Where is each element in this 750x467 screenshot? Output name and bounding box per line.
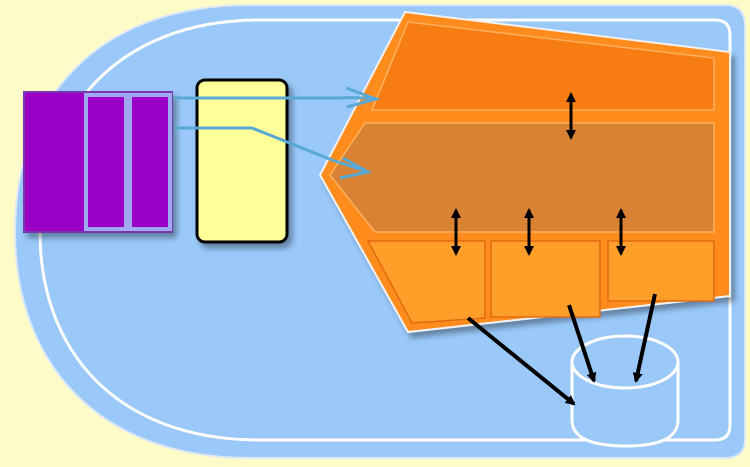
arrow-cell1-to-storage [466, 316, 576, 406]
connector-lower-arrowhead [339, 156, 373, 180]
connector-upper-arrowhead [345, 86, 381, 109]
connector-lower [174, 126, 369, 174]
stack-slot-1 [84, 93, 128, 231]
yellow-buffer [195, 78, 289, 244]
connectors [174, 86, 381, 180]
middle-band [329, 122, 715, 233]
arrow-cell2-to-storage [567, 304, 597, 383]
storage-cylinder [570, 334, 680, 448]
purple-stack [23, 91, 173, 233]
orange-structure [318, 10, 731, 334]
top-band [370, 21, 715, 111]
arrow-cell3-to-storage [632, 293, 657, 383]
cylinder-top [570, 334, 680, 390]
bidirectional-arrows [451, 92, 626, 256]
bottom-cell-1 [366, 240, 486, 324]
stack-slot-2 [128, 93, 172, 231]
connector-upper [174, 96, 376, 101]
bottom-cell-2 [490, 240, 601, 318]
bottom-cell-3 [607, 240, 715, 302]
storage-arrows [466, 293, 657, 406]
